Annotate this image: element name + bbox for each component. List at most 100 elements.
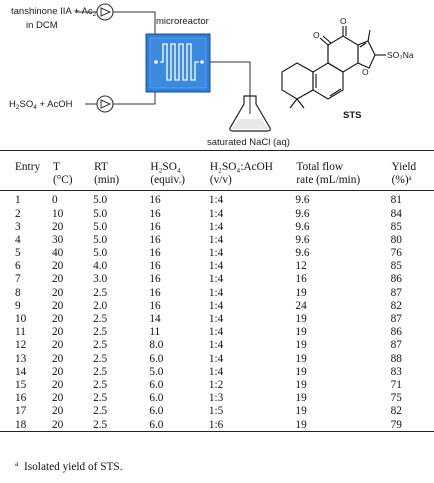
cell-entry: 3 bbox=[15, 220, 21, 233]
cell-acid-ratio: 1:4 bbox=[208, 207, 224, 220]
flask-icon bbox=[229, 95, 271, 132]
cell-entry: 15 bbox=[15, 378, 27, 391]
cell-yield: 86 bbox=[390, 326, 402, 339]
table-header-row: Entry T(°C) RT(min) H₂SO₄(equiv.) H₂SO₄:… bbox=[0, 151, 434, 191]
cell-residence-time: 2.5 bbox=[93, 365, 108, 378]
cell-residence-time: 2.5 bbox=[93, 326, 108, 339]
cell-entry: 8 bbox=[15, 286, 21, 299]
cell-temperature: 20 bbox=[51, 286, 64, 299]
cell-temperature: 40 bbox=[51, 247, 64, 260]
cell-temperature: 20 bbox=[51, 313, 64, 326]
cell-acid-ratio: 1:4 bbox=[208, 220, 224, 233]
cell-residence-time: 2.5 bbox=[93, 392, 108, 405]
cell-entry: 12 bbox=[15, 339, 27, 352]
cell-flow-rate: 19 bbox=[295, 326, 307, 339]
cell-residence-time: 2.0 bbox=[93, 299, 108, 312]
cell-acid-equiv: 6.0 bbox=[149, 405, 164, 418]
cell-flow-rate: 19 bbox=[295, 352, 307, 365]
cell-acid-ratio: 1:4 bbox=[208, 313, 224, 326]
cell-yield: 84 bbox=[390, 207, 402, 220]
cell-yield: 81 bbox=[390, 194, 402, 207]
cell-acid-equiv: 14 bbox=[149, 313, 161, 326]
cell-entry: 6 bbox=[15, 260, 21, 273]
cell-yield: 79 bbox=[390, 418, 402, 431]
cell-yield: 87 bbox=[390, 286, 402, 299]
quench-label: saturated NaCl (aq) bbox=[207, 137, 290, 148]
cell-yield: 86 bbox=[390, 273, 402, 286]
header-acid-equiv: H₂SO₄(equiv.) bbox=[150, 161, 186, 186]
cell-flow-rate: 12 bbox=[295, 260, 307, 273]
substituent-label: SO₃Na bbox=[387, 50, 414, 60]
cell-flow-rate: 9.6 bbox=[295, 247, 310, 260]
cell-acid-ratio: 1:4 bbox=[208, 339, 224, 352]
cell-entry: 11 bbox=[15, 326, 26, 339]
cell-acid-equiv: 16 bbox=[149, 194, 161, 207]
cell-residence-time: 2.5 bbox=[93, 313, 108, 326]
header-entry: Entry bbox=[15, 161, 41, 173]
header-acid-ratio: H₂SO₄:AcOH(v/v) bbox=[209, 161, 273, 186]
furan-o: O bbox=[362, 67, 369, 77]
cell-temperature: 20 bbox=[51, 365, 64, 378]
cell-acid-equiv: 16 bbox=[149, 260, 161, 273]
cell-acid-equiv: 5.0 bbox=[149, 365, 164, 378]
cell-acid-equiv: 16 bbox=[149, 233, 161, 246]
cell-yield: 88 bbox=[390, 352, 402, 365]
cell-entry: 10 bbox=[15, 313, 27, 326]
cell-residence-time: 5.0 bbox=[93, 247, 108, 260]
cell-acid-ratio: 1:3 bbox=[208, 392, 224, 405]
cell-entry: 9 bbox=[15, 299, 21, 312]
cell-flow-rate: 9.6 bbox=[295, 220, 310, 233]
results-table-container: Entry T(°C) RT(min) H₂SO₄(equiv.) H₂SO₄:… bbox=[0, 150, 434, 432]
cell-residence-time: 3.0 bbox=[93, 273, 108, 286]
cell-acid-ratio: 1:4 bbox=[208, 352, 224, 365]
cell-flow-rate: 9.6 bbox=[295, 207, 310, 220]
cell-yield: 76 bbox=[390, 247, 402, 260]
cell-flow-rate: 16 bbox=[295, 273, 307, 286]
cell-flow-rate: 19 bbox=[295, 405, 307, 418]
cell-flow-rate: 24 bbox=[295, 299, 307, 312]
cell-entry: 1 bbox=[15, 194, 21, 207]
table-footnote: a Isolated yield of STS. bbox=[15, 460, 123, 473]
cell-residence-time: 2.5 bbox=[93, 286, 108, 299]
cell-temperature: 20 bbox=[51, 220, 64, 233]
cell-flow-rate: 9.6 bbox=[295, 194, 310, 207]
cell-flow-rate: 19 bbox=[295, 378, 307, 391]
cell-acid-equiv: 16 bbox=[149, 220, 161, 233]
cell-yield: 75 bbox=[390, 392, 402, 405]
cell-temperature: 10 bbox=[51, 207, 64, 220]
results-table: Entry T(°C) RT(min) H₂SO₄(equiv.) H₂SO₄:… bbox=[0, 150, 434, 432]
cell-yield: 71 bbox=[390, 378, 402, 391]
cell-residence-time: 2.5 bbox=[93, 339, 108, 352]
cell-acid-equiv: 16 bbox=[149, 286, 161, 299]
cell-entry: 14 bbox=[15, 365, 27, 378]
cell-yield: 87 bbox=[390, 339, 402, 352]
cell-entry: 2 bbox=[15, 207, 21, 220]
cell-yield: 82 bbox=[390, 405, 402, 418]
cell-residence-time: 5.0 bbox=[93, 220, 108, 233]
cell-flow-rate: 19 bbox=[295, 392, 307, 405]
cell-entry: 7 bbox=[15, 273, 21, 286]
cell-residence-time: 5.0 bbox=[93, 207, 108, 220]
cell-flow-rate: 19 bbox=[295, 339, 307, 352]
cell-flow-rate: 19 bbox=[295, 365, 307, 378]
cell-entry: 17 bbox=[15, 405, 27, 418]
cell-acid-ratio: 1:4 bbox=[208, 299, 224, 312]
cell-entry: 13 bbox=[15, 352, 27, 365]
cell-acid-ratio: 1:4 bbox=[208, 286, 224, 299]
microreactor-label: microreactor bbox=[156, 16, 209, 27]
cell-residence-time: 2.5 bbox=[93, 418, 108, 431]
cell-acid-equiv: 16 bbox=[149, 247, 161, 260]
cell-residence-time: 2.5 bbox=[93, 378, 108, 391]
cell-residence-time: 2.5 bbox=[93, 352, 108, 365]
cell-temperature: 20 bbox=[51, 326, 64, 339]
